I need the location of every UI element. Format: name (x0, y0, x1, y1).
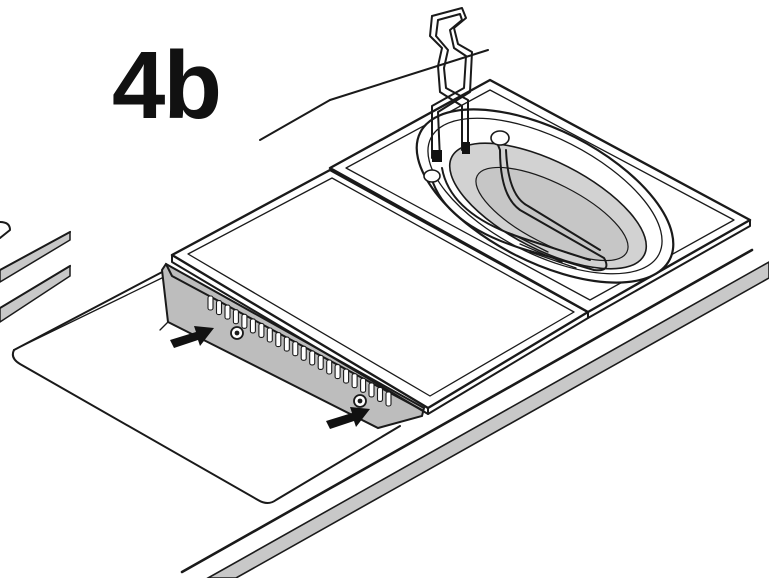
vent-slot (283, 336, 290, 352)
vent-slot (309, 350, 316, 366)
screw-icon (230, 326, 367, 408)
vent-slot (326, 359, 333, 375)
fryer-basket-icon (423, 7, 608, 272)
vent-slot (334, 364, 341, 380)
vent-panel-icon (159, 262, 426, 430)
vent-slot (376, 386, 384, 402)
vent-slot (292, 341, 299, 357)
vent-slot (249, 318, 256, 334)
vent-slot (343, 368, 350, 384)
vent-slot (215, 300, 223, 316)
vent-slot (317, 354, 324, 370)
vent-slot (385, 391, 392, 407)
vent-slot (258, 322, 265, 338)
countertop-icon (0, 49, 769, 578)
vent-slot (351, 373, 358, 389)
vent-slot (207, 295, 214, 311)
vent-slot (360, 377, 367, 393)
vent-slot (275, 332, 282, 348)
vent-slot (232, 309, 239, 325)
step-label: 4b (112, 32, 222, 139)
vent-slot (266, 327, 273, 343)
cutout-icon (11, 269, 401, 504)
fryer-basin-icon (328, 78, 752, 319)
vent-slots (207, 295, 392, 407)
vent-slot (224, 304, 231, 320)
vent-slot (368, 382, 375, 398)
arrow-right-icon (170, 326, 370, 429)
vent-slot (300, 345, 307, 361)
vent-slot (241, 313, 248, 329)
